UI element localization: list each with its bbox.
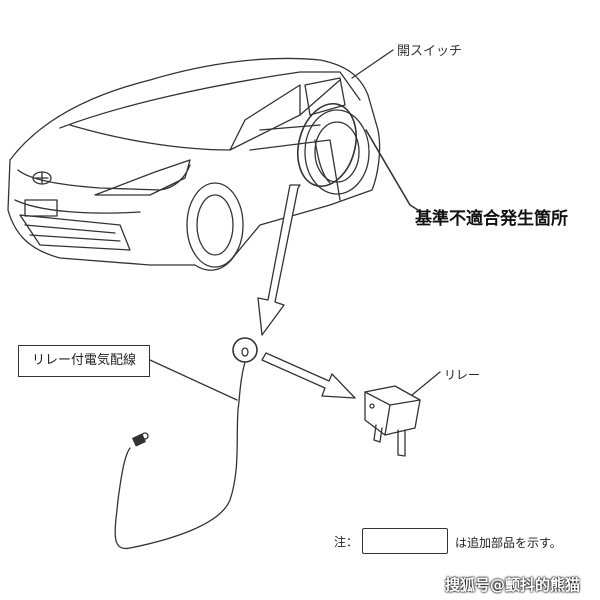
car-wheels xyxy=(186,109,370,268)
defect-location-label: 基準不適合発生箇所 xyxy=(415,209,568,229)
defect-leader-line xyxy=(365,129,419,211)
switch-leader-line xyxy=(351,49,394,79)
wire-in-door xyxy=(314,139,331,184)
wiring-label: リレー付電気配線 xyxy=(18,345,150,377)
note-text: は追加部品を示す。 xyxy=(455,536,562,550)
car-body xyxy=(7,57,381,271)
note-legend-box xyxy=(362,528,448,554)
arrow-to-connector xyxy=(257,184,301,336)
wire-terminal xyxy=(132,432,149,447)
arrow-to-relay xyxy=(261,352,356,399)
wiring-leader-line xyxy=(149,359,238,401)
relay-wiring xyxy=(114,361,246,550)
connector-circle xyxy=(232,337,258,363)
watermark: 搜狐号@颤抖的熊猫 xyxy=(445,576,581,594)
switch-label: 開スイッチ xyxy=(397,44,463,59)
connector xyxy=(241,347,249,357)
defect-circle xyxy=(297,102,357,188)
relay-label: リレー xyxy=(444,368,481,382)
note-prefix: 注： xyxy=(334,535,359,549)
relay-leader-line xyxy=(411,371,441,396)
relay-icon xyxy=(364,385,421,457)
